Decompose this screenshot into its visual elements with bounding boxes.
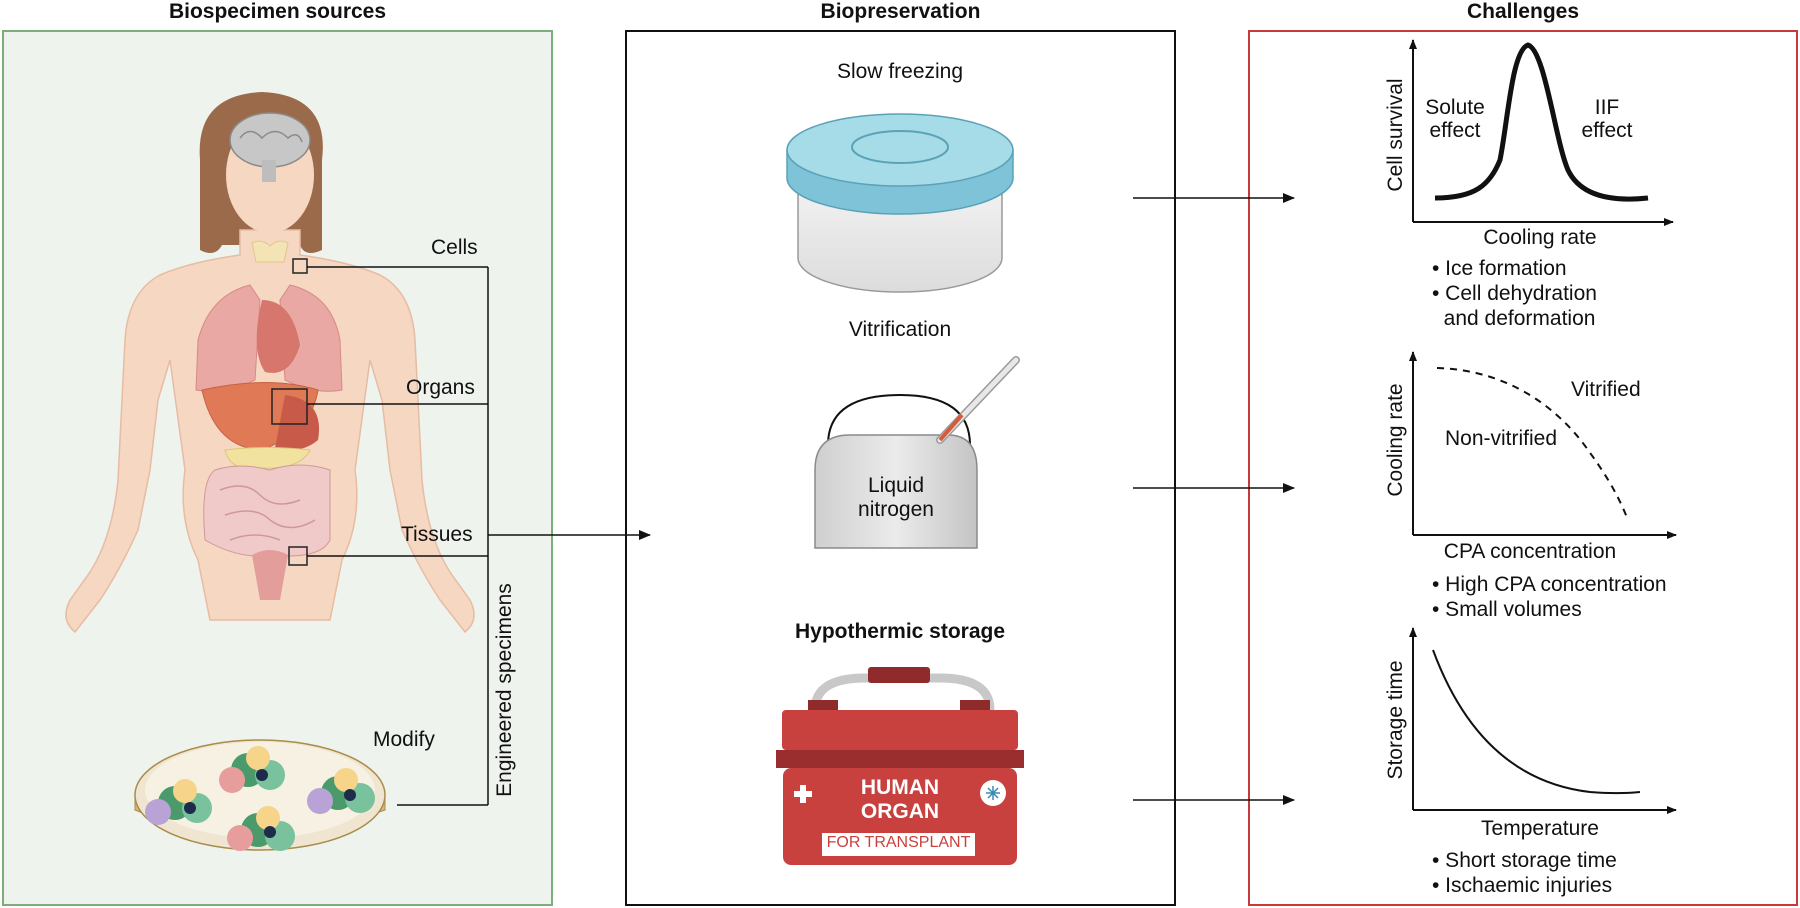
solute-effect-label-2: effect	[1429, 119, 1481, 142]
solute-effect-label-1: Solute	[1425, 96, 1485, 119]
liquid-nitrogen-label-line1: Liquid	[867, 474, 925, 497]
cell-survival-chart	[1409, 39, 1674, 226]
organs-label: Organs	[406, 376, 475, 399]
liquid-nitrogen-label-line2: nitrogen	[858, 498, 934, 521]
non-vitrified-label: Non-vitrified	[1445, 427, 1558, 450]
chart2-bullet-1: • High CPA concentration	[1432, 573, 1667, 596]
chart3-bullet-1: • Short storage time	[1432, 849, 1617, 872]
modify-label: Modify	[373, 728, 435, 751]
cooler-text-line1: HUMAN	[860, 776, 940, 799]
hypothermic-storage-label: Hypothermic storage	[794, 620, 1006, 643]
chart1-xlabel: Cooling rate	[1483, 226, 1597, 249]
petri-dish-illustration	[134, 739, 386, 851]
vitrification-label: Vitrification	[848, 318, 952, 341]
header-biopreservation: Biopreservation	[820, 0, 981, 23]
iif-effect-label-1: IIF	[1594, 96, 1620, 119]
liquid-nitrogen-dewar	[814, 356, 1020, 549]
chart2-bullet-2: • Small volumes	[1432, 598, 1582, 621]
tissues-label: Tissues	[401, 523, 473, 546]
header-sources: Biospecimen sources	[168, 0, 387, 23]
storage-time-chart	[1409, 627, 1677, 814]
slow-freezing-label: Slow freezing	[836, 60, 964, 83]
vitrification-chart	[1409, 351, 1677, 539]
chart1-bullet-2: • Cell dehydration	[1432, 282, 1597, 305]
source-connectors	[307, 266, 489, 806]
chart3-xlabel: Temperature	[1481, 817, 1599, 840]
cooler-text-line2: ORGAN	[860, 800, 940, 823]
vitrified-label: Vitrified	[1571, 378, 1641, 401]
cooler-tag-label: FOR TRANSPLANT	[826, 834, 971, 851]
iif-effect-label-2: effect	[1581, 119, 1633, 142]
chart2-ylabel: Cooling rate	[1384, 383, 1407, 497]
chart1-bullet-3: and deformation	[1432, 307, 1596, 330]
chart2-xlabel: CPA concentration	[1443, 540, 1617, 563]
chart3-ylabel: Storage time	[1384, 660, 1407, 780]
chart3-bullet-2: • Ischaemic injuries	[1432, 874, 1613, 897]
human-body-illustration	[65, 92, 475, 634]
challenges-panel	[1248, 30, 1798, 906]
engineered-specimens-label: Engineered specimens	[493, 583, 516, 797]
chart1-bullet-1: • Ice formation	[1432, 257, 1567, 280]
header-challenges: Challenges	[1466, 0, 1580, 23]
organ-transport-cooler	[776, 667, 1024, 865]
cells-label: Cells	[431, 236, 478, 259]
slow-freezing-container	[786, 113, 1014, 293]
